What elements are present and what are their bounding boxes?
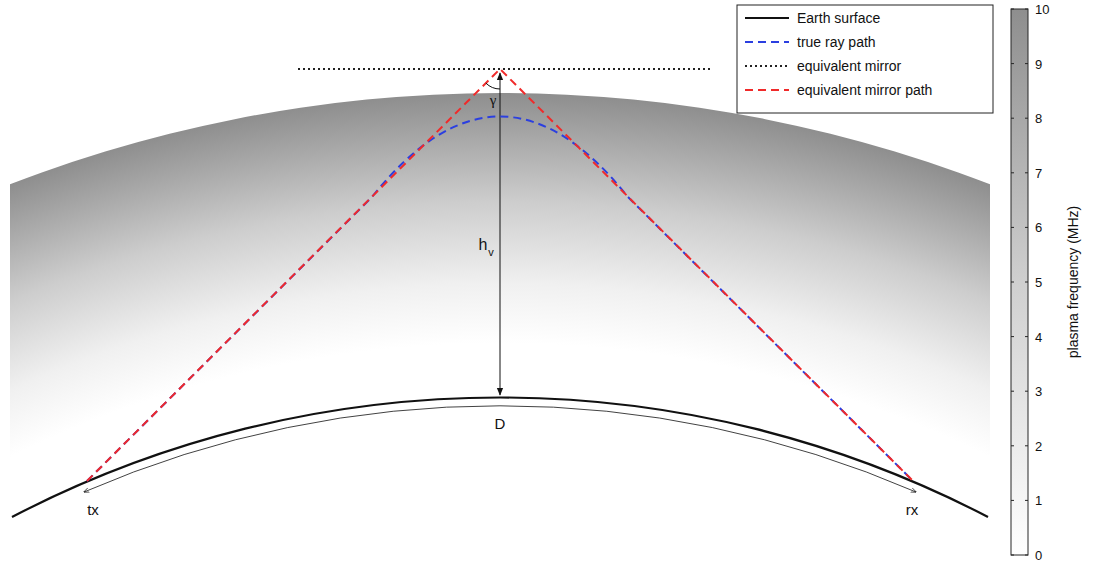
colorbar-tick-label: 0 (1035, 549, 1042, 562)
virtual-height-arrow (500, 73, 501, 395)
legend-box (737, 5, 993, 113)
legend-sample (743, 80, 791, 100)
colorbar-tick-label: 10 (1035, 3, 1049, 16)
equivalent-mirror-path (87, 69, 913, 481)
legend-entry: true ray path (743, 31, 876, 53)
legend-text: equivalent mirror (797, 58, 901, 74)
legend-entry: equivalent mirror (743, 55, 901, 77)
legend-entry: equivalent mirror path (743, 79, 932, 101)
legend-entry: Earth surface (743, 7, 880, 29)
legend-text: equivalent mirror path (797, 82, 932, 98)
colorbar (1011, 9, 1028, 555)
legend-text: Earth surface (797, 10, 880, 26)
legend-sample (743, 32, 791, 52)
colorbar-tick-label: 4 (1035, 330, 1042, 343)
colorbar-title: plasma frequency (MHz) (1066, 206, 1080, 359)
colorbar-tick-label: 7 (1035, 166, 1042, 179)
colorbar-tick-label: 9 (1035, 57, 1042, 70)
colorbar-tick-label: 2 (1035, 439, 1042, 452)
receiver-label: rx (906, 502, 919, 517)
colorbar-tick-label: 6 (1035, 221, 1042, 234)
ground-distance-arc (84, 406, 916, 492)
colorbar-tick-label: 8 (1035, 112, 1042, 125)
true-ray-path (87, 117, 913, 482)
colorbar-tick-label: 3 (1035, 385, 1042, 398)
colorbar-tick-label: 5 (1035, 276, 1042, 289)
height-label: h (479, 237, 488, 253)
colorbar-tick-label: 1 (1035, 494, 1042, 507)
legend-sample (743, 8, 791, 28)
height-subscript: v (488, 247, 494, 258)
earth-surface (12, 397, 988, 517)
angle-arc (486, 83, 500, 89)
colorbar-ticks (1011, 9, 1028, 555)
angle-symbol: γ (490, 93, 497, 108)
equivalent-mirror (298, 68, 712, 70)
transmitter-label: tx (87, 502, 99, 517)
legend-sample (743, 56, 791, 76)
legend-text: true ray path (797, 34, 876, 50)
distance-label: D (495, 416, 506, 431)
